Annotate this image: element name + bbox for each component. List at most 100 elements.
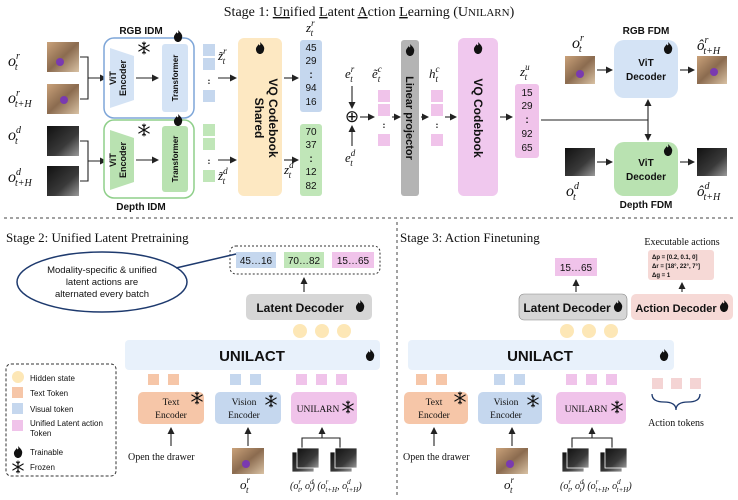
- svg-text:12: 12: [305, 167, 317, 178]
- svg-text:Δr = [18°, 22°, 7°]: Δr = [18°, 22°, 7°]: [652, 264, 700, 270]
- rgb-vit-decoder: [614, 40, 678, 98]
- z-tilde-rgb-tokens: :: [203, 44, 215, 102]
- instruction-stage3: Open the drawer: [403, 452, 470, 463]
- svg-text:Δp = [0.2, 0.1, 0]: Δp = [0.2, 0.1, 0]: [652, 255, 698, 261]
- svg-text:82: 82: [305, 181, 317, 192]
- svg-text:15…65: 15…65: [560, 263, 593, 274]
- svg-text:Latent Decoder: Latent Decoder: [523, 301, 611, 315]
- unified-codes: 15 29 : 92 65: [521, 88, 533, 154]
- svg-text:37: 37: [305, 140, 317, 151]
- unilarn-stage2: [291, 392, 357, 424]
- svg-text:94: 94: [305, 83, 317, 94]
- action-tokens-brace: [651, 393, 701, 411]
- svg-text:Text: Text: [163, 398, 180, 408]
- svg-text:70: 70: [305, 127, 317, 138]
- latent-decoder-stage2: [246, 294, 372, 320]
- rgb-vit-encoder: [110, 48, 134, 108]
- rgb-transformer: [162, 44, 188, 112]
- svg-text:UNILACT: UNILACT: [507, 348, 573, 365]
- h-c-tokens: :: [431, 90, 443, 146]
- depth-vit-encoder: [110, 130, 134, 190]
- depth-fdm-input-image: [565, 148, 595, 176]
- vision-encoder-stage2: [215, 392, 281, 424]
- svg-text:UNILACT: UNILACT: [219, 348, 285, 365]
- tokens-row-stage3: [416, 374, 701, 389]
- svg-text:odt: odt: [8, 125, 22, 147]
- svg-text:92: 92: [521, 129, 533, 140]
- stage3-title: Stage 3: Action Finetuning: [400, 230, 540, 245]
- depth-idm-label: Depth IDM: [116, 202, 165, 213]
- svg-text::: :: [383, 120, 386, 130]
- depth-pair-stage3: [561, 447, 628, 473]
- svg-text:Encoder: Encoder: [155, 411, 187, 421]
- input-images: [47, 42, 79, 196]
- action-tokens-label: Action tokens: [648, 418, 704, 429]
- svg-text:Action Decoder: Action Decoder: [635, 303, 717, 315]
- stage2-title: Stage 2: Unified Latent Pretraining: [6, 230, 189, 245]
- plus-operator: ⊕: [345, 107, 359, 126]
- svg-text:odt+H: odt+H: [8, 167, 33, 189]
- svg-text:Unified Latent action: Unified Latent action: [30, 419, 103, 428]
- svg-text:ort+H: ort+H: [8, 88, 32, 110]
- svg-text:SharedVQ Codebook: SharedVQ Codebook: [252, 78, 280, 158]
- rgb-fdm-label: RGB FDM: [623, 26, 670, 37]
- svg-text:alternated every batch: alternated every batch: [55, 289, 149, 300]
- svg-text:Hidden state: Hidden state: [30, 374, 75, 383]
- token-unified: 15…65: [337, 256, 370, 267]
- svg-text:Visual token: Visual token: [30, 405, 73, 414]
- executable-actions-box: [648, 250, 714, 280]
- depth-codes: 70 37 : 12 82: [305, 127, 317, 192]
- rgb-code-column: [300, 40, 322, 112]
- svg-text:16: 16: [305, 97, 317, 108]
- svg-text:ort: ort: [504, 475, 515, 495]
- svg-text::: :: [309, 154, 312, 165]
- svg-text:Vision: Vision: [232, 398, 257, 408]
- svg-text:29: 29: [305, 56, 317, 67]
- svg-text:Encoder: Encoder: [418, 411, 450, 421]
- depth-fdm-output-image: [697, 148, 727, 176]
- svg-text:Frozen: Frozen: [30, 463, 55, 472]
- depth-code-column: [300, 124, 322, 196]
- svg-text:Transformer: Transformer: [171, 55, 180, 102]
- svg-text:Latent Decoder: Latent Decoder: [256, 301, 344, 315]
- svg-text:ort: ort: [8, 51, 20, 73]
- svg-text::: :: [436, 120, 439, 130]
- svg-text:29: 29: [521, 101, 533, 112]
- hidden-states-stage3: [560, 324, 618, 338]
- callout-bubble: [16, 251, 188, 313]
- token-stage3: [555, 258, 597, 276]
- svg-text:15: 15: [521, 88, 533, 99]
- tokens-row-stage2: [148, 374, 347, 385]
- legend-box: [5, 363, 117, 477]
- svg-text:Decoder: Decoder: [626, 72, 666, 83]
- svg-text:Δg = 1: Δg = 1: [652, 273, 671, 279]
- input-arrows: [80, 56, 107, 182]
- text-encoder-stage3: [404, 392, 468, 424]
- latent-decoder-stage3: [518, 293, 628, 321]
- depth-transformer: [162, 126, 188, 192]
- svg-text:Text Token: Text Token: [30, 389, 68, 398]
- svg-text::: :: [525, 115, 528, 126]
- depth-vit-decoder: [614, 142, 678, 196]
- unilarn-stage3: [556, 392, 626, 424]
- svg-text:ViT: ViT: [638, 58, 653, 69]
- svg-text:ort: ort: [240, 475, 251, 495]
- svg-text:Token: Token: [30, 429, 51, 438]
- shared-vq-codebook: [238, 38, 282, 196]
- svg-text::: :: [309, 70, 312, 81]
- rgb-idm-label: RGB IDM: [119, 26, 162, 37]
- text-encoder-stage2: [138, 392, 204, 424]
- svg-text:ViTEncoder: ViTEncoder: [108, 60, 128, 97]
- svg-text::: :: [208, 76, 211, 86]
- svg-text:Encoder: Encoder: [490, 411, 522, 421]
- svg-text:ViT: ViT: [638, 158, 653, 169]
- svg-text:Trainable: Trainable: [30, 448, 64, 457]
- rgb-codes: 45 29 : 94 16: [305, 43, 317, 108]
- svg-text:ViTEncoder: ViTEncoder: [108, 142, 128, 179]
- svg-text:Vision: Vision: [494, 398, 519, 408]
